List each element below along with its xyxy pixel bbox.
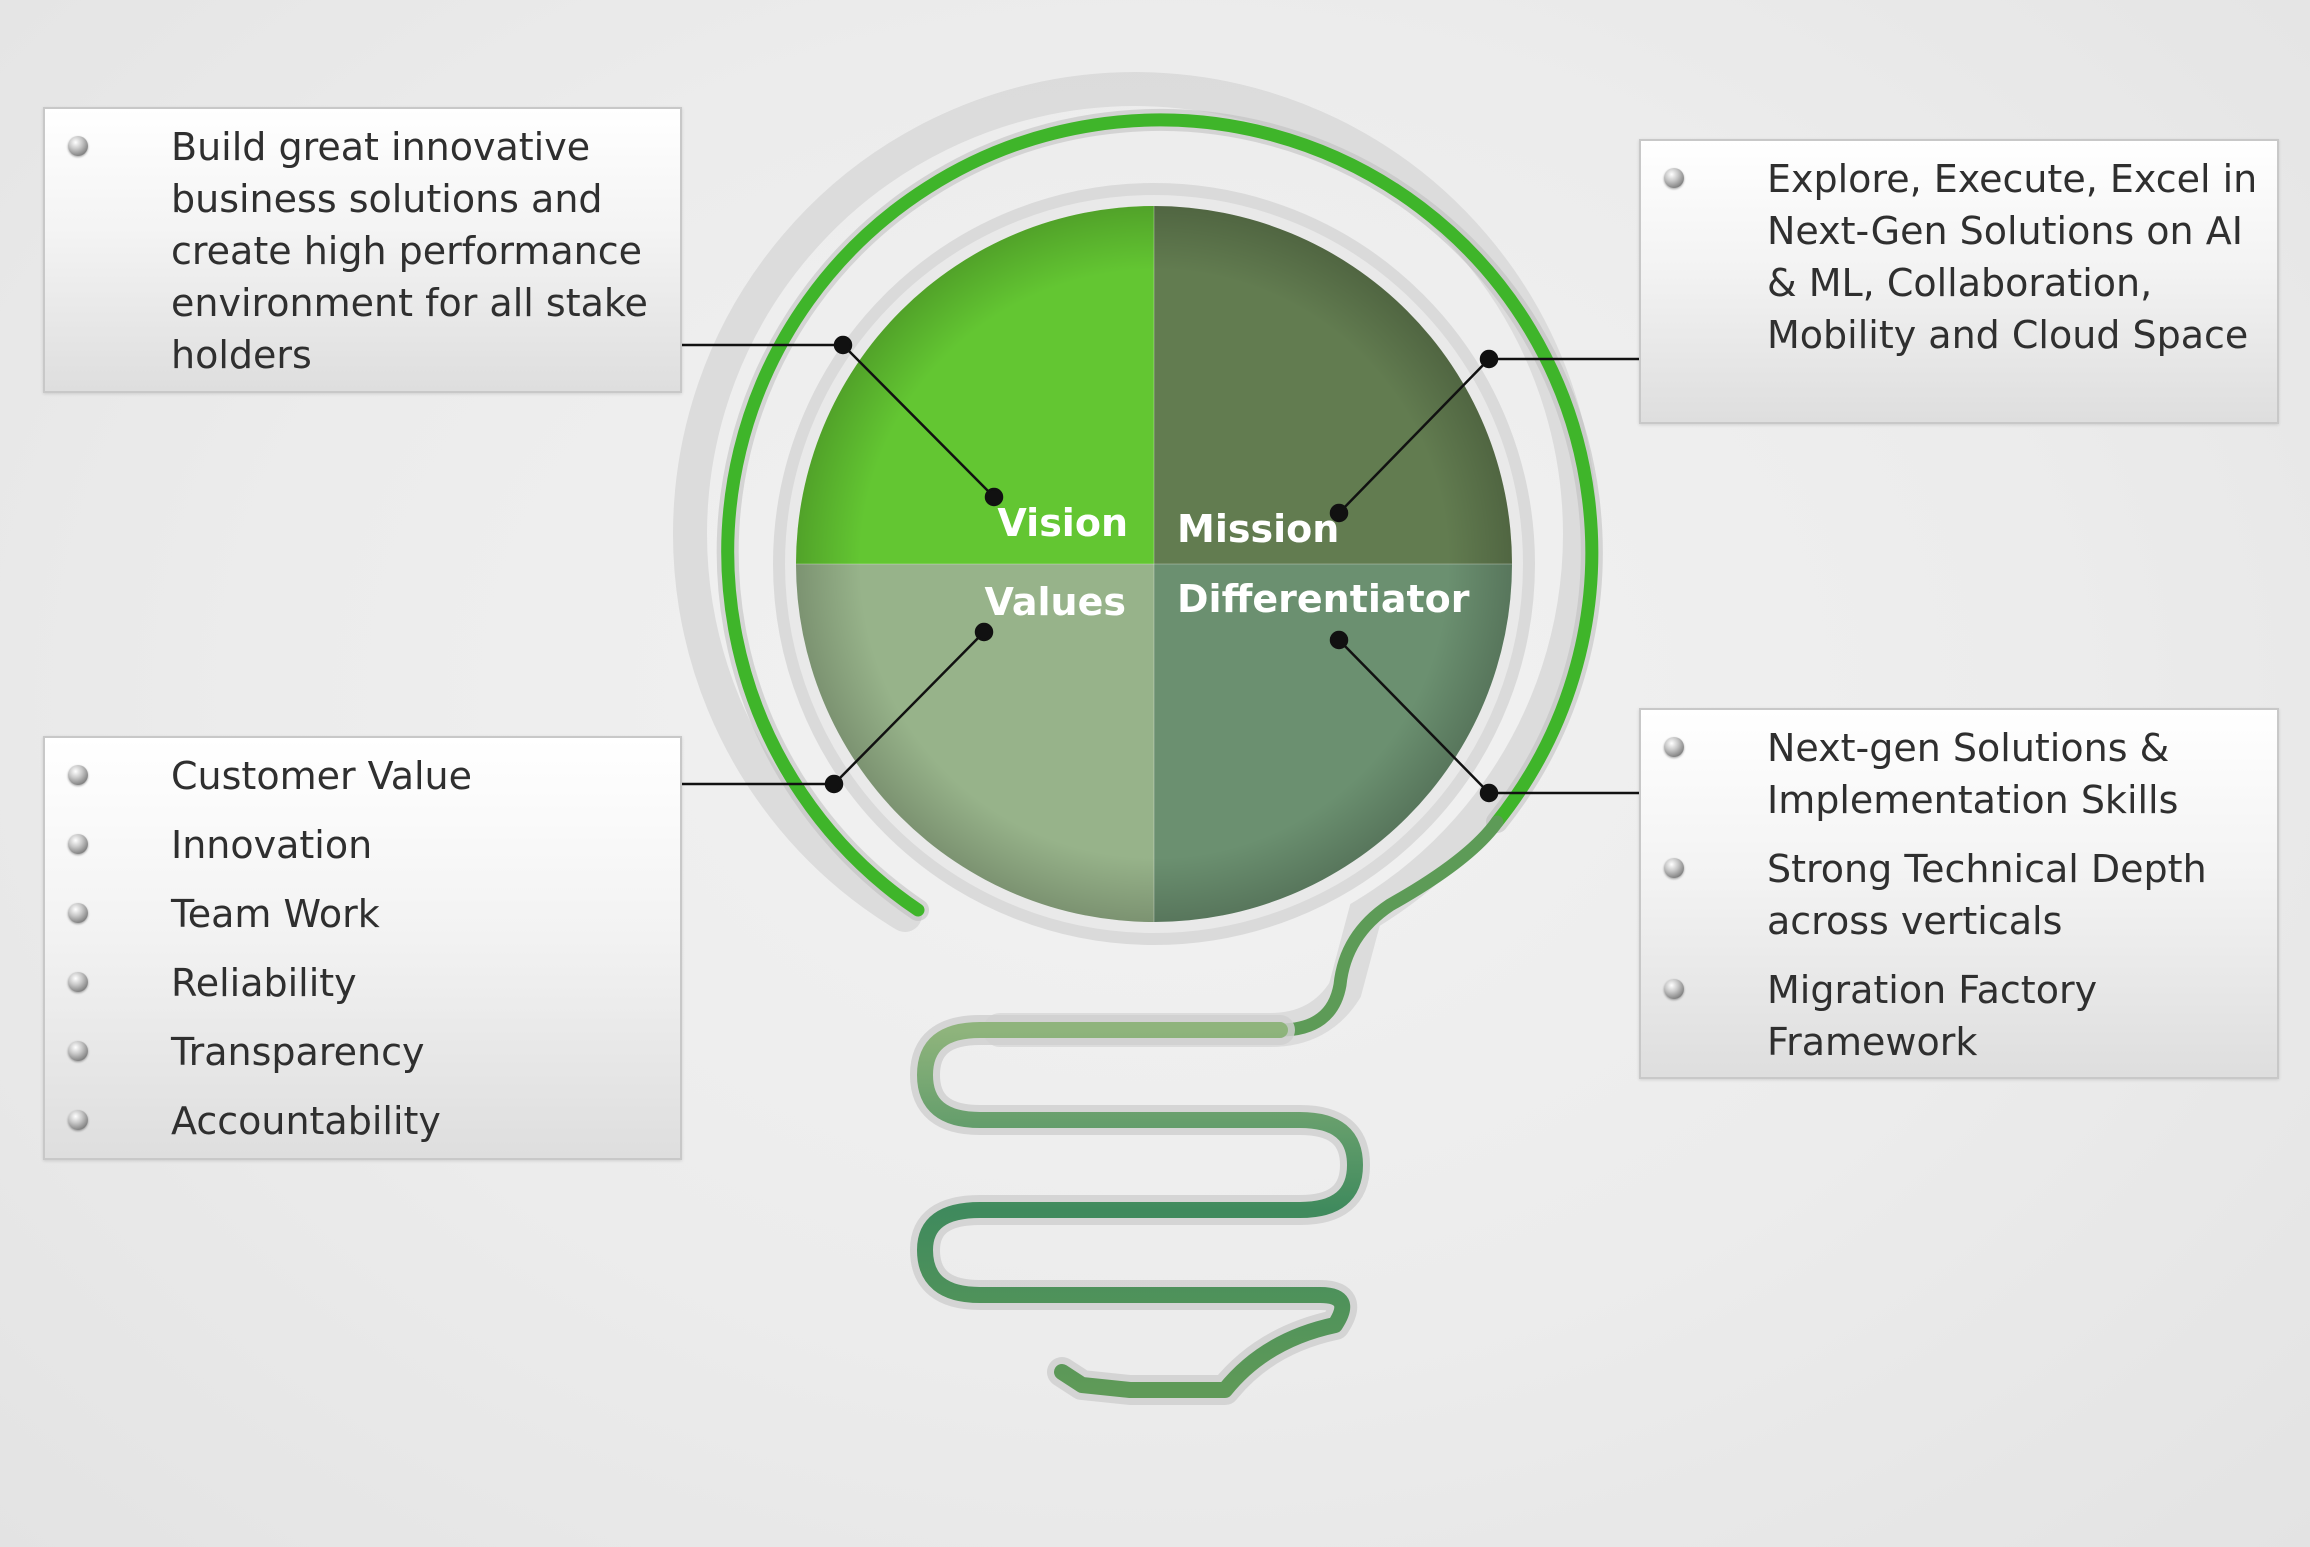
sphere-bullet-icon	[68, 834, 88, 854]
sphere-bullet-icon	[68, 136, 88, 156]
list-item: Customer Value	[45, 750, 680, 802]
value-item: Reliability	[171, 961, 357, 1005]
label-differentiator: Differentiator	[1177, 577, 1470, 621]
label-vision: Vision	[997, 501, 1128, 545]
list-item: Build great innovative business solution…	[45, 121, 680, 381]
list-item: Reliability	[45, 957, 680, 1009]
differentiator-item: Strong Technical Depth across verticals	[1767, 847, 2207, 943]
values-list: Customer Value Innovation Team Work Reli…	[45, 750, 680, 1147]
sphere-bullet-icon	[1664, 737, 1684, 757]
list-item: Innovation	[45, 819, 680, 871]
mission-statement: Explore, Execute, Excel in Next-Gen Solu…	[1767, 157, 2258, 357]
list-item: Transparency	[45, 1026, 680, 1078]
sphere-bullet-icon	[1664, 858, 1684, 878]
vision-statement: Build great innovative business solution…	[171, 125, 648, 377]
label-values: Values	[985, 580, 1126, 624]
list-item: Accountability	[45, 1095, 680, 1147]
sphere-bullet-icon	[68, 903, 88, 923]
differentiator-callout-box: Next-gen Solutions & Implementation Skil…	[1639, 708, 2279, 1079]
bulb-neck	[1273, 815, 1504, 1037]
sphere-bullet-icon	[68, 765, 88, 785]
value-item: Customer Value	[171, 754, 473, 798]
list-item: Explore, Execute, Excel in Next-Gen Solu…	[1641, 153, 2277, 361]
sphere-bullet-icon	[68, 1110, 88, 1130]
value-item: Transparency	[171, 1030, 425, 1074]
value-item: Team Work	[171, 892, 380, 936]
differentiator-item: Next-gen Solutions & Implementation Skil…	[1767, 726, 2179, 822]
list-item: Strong Technical Depth across verticals	[1641, 843, 2277, 947]
sphere-bullet-icon	[1664, 168, 1684, 188]
bulb-coil-inner	[917, 1022, 1363, 1398]
mission-list: Explore, Execute, Excel in Next-Gen Solu…	[1641, 153, 2277, 361]
disc-shade	[796, 206, 1512, 922]
differentiator-list: Next-gen Solutions & Implementation Skil…	[1641, 722, 2277, 1068]
differentiator-item: Migration Factory Framework	[1767, 968, 2098, 1064]
bulb-outline	[673, 72, 1597, 1047]
sphere-bullet-icon	[68, 972, 88, 992]
value-item: Innovation	[171, 823, 373, 867]
sphere-bullet-icon	[1664, 979, 1684, 999]
vision-list: Build great innovative business solution…	[45, 121, 680, 381]
label-mission: Mission	[1177, 507, 1339, 551]
sphere-bullet-icon	[68, 1041, 88, 1061]
list-item: Next-gen Solutions & Implementation Skil…	[1641, 722, 2277, 826]
list-item: Team Work	[45, 888, 680, 940]
bulb-green-ring-inner	[721, 113, 1599, 917]
mission-callout-box: Explore, Execute, Excel in Next-Gen Solu…	[1639, 139, 2279, 424]
values-callout-box: Customer Value Innovation Team Work Reli…	[43, 736, 682, 1160]
value-item: Accountability	[171, 1099, 441, 1143]
list-item: Migration Factory Framework	[1641, 964, 2277, 1068]
vision-callout-box: Build great innovative business solution…	[43, 107, 682, 393]
